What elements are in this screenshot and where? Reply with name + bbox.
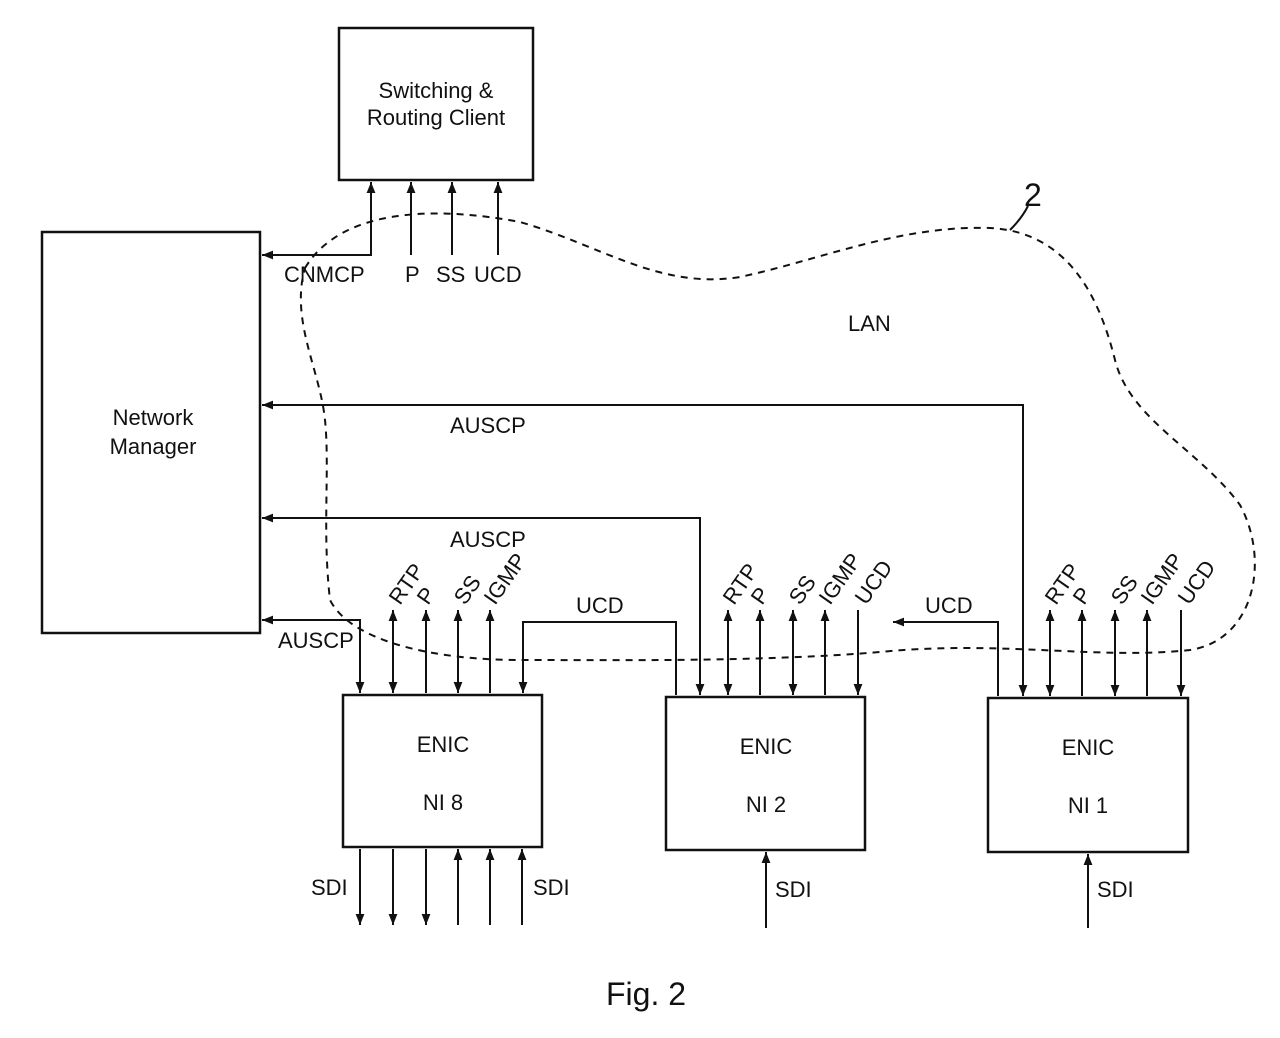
src-p-label: P — [405, 262, 420, 287]
src-ss-label: SS — [436, 262, 465, 287]
enic-ni2-box — [666, 697, 865, 850]
ucd-ni1-label: UCD — [925, 593, 973, 618]
network-manager-box — [42, 232, 260, 633]
ucd-ni1-link — [893, 622, 998, 696]
ni2-ss-label: SS — [784, 570, 821, 608]
auscp-ni1-link — [262, 405, 1023, 696]
ni1-ss-label: SS — [1106, 570, 1143, 608]
ni8-ss-label: SS — [449, 570, 486, 608]
ni8-sdi-out-label: SDI — [311, 875, 348, 900]
lan-label: LAN — [848, 311, 891, 336]
auscp-ni8-label: AUSCP — [278, 628, 354, 653]
auscp-ni2-label: AUSCP — [450, 527, 526, 552]
ucd-ni8-ni2-label: UCD — [576, 593, 624, 618]
enic-ni1-label-line2: NI 1 — [1068, 793, 1108, 818]
enic-ni1-box — [988, 698, 1188, 852]
switching-routing-client-label-line1: Switching & — [379, 78, 494, 103]
enic-ni2-label-line1: ENIC — [740, 734, 793, 759]
reference-numeral: 2 — [1024, 177, 1042, 213]
cnmcp-link — [262, 182, 371, 255]
auscp-ni1-label: AUSCP — [450, 413, 526, 438]
ni1-sdi-label: SDI — [1097, 877, 1134, 902]
src-ucd-label: UCD — [474, 262, 522, 287]
enic-ni8-label-line1: ENIC — [417, 732, 470, 757]
ni2-sdi-label: SDI — [775, 877, 812, 902]
switching-routing-client-label-line2: Routing Client — [367, 105, 505, 130]
enic-ni8-box — [343, 695, 542, 847]
switching-routing-client-box — [339, 28, 533, 180]
ni8-sdi-in-label: SDI — [533, 875, 570, 900]
enic-ni8-label-line2: NI 8 — [423, 790, 463, 815]
network-manager-label-line1: Network — [113, 405, 195, 430]
ni8-igmp-label: IGMP — [479, 548, 532, 608]
enic-ni2-label-line2: NI 2 — [746, 792, 786, 817]
enic-ni1-label-line1: ENIC — [1062, 735, 1115, 760]
network-manager-label-line2: Manager — [110, 434, 197, 459]
figure-caption: Fig. 2 — [606, 976, 686, 1012]
cnmcp-label: CNMCP — [284, 262, 365, 287]
ucd-ni8-ni2-link — [523, 622, 676, 695]
